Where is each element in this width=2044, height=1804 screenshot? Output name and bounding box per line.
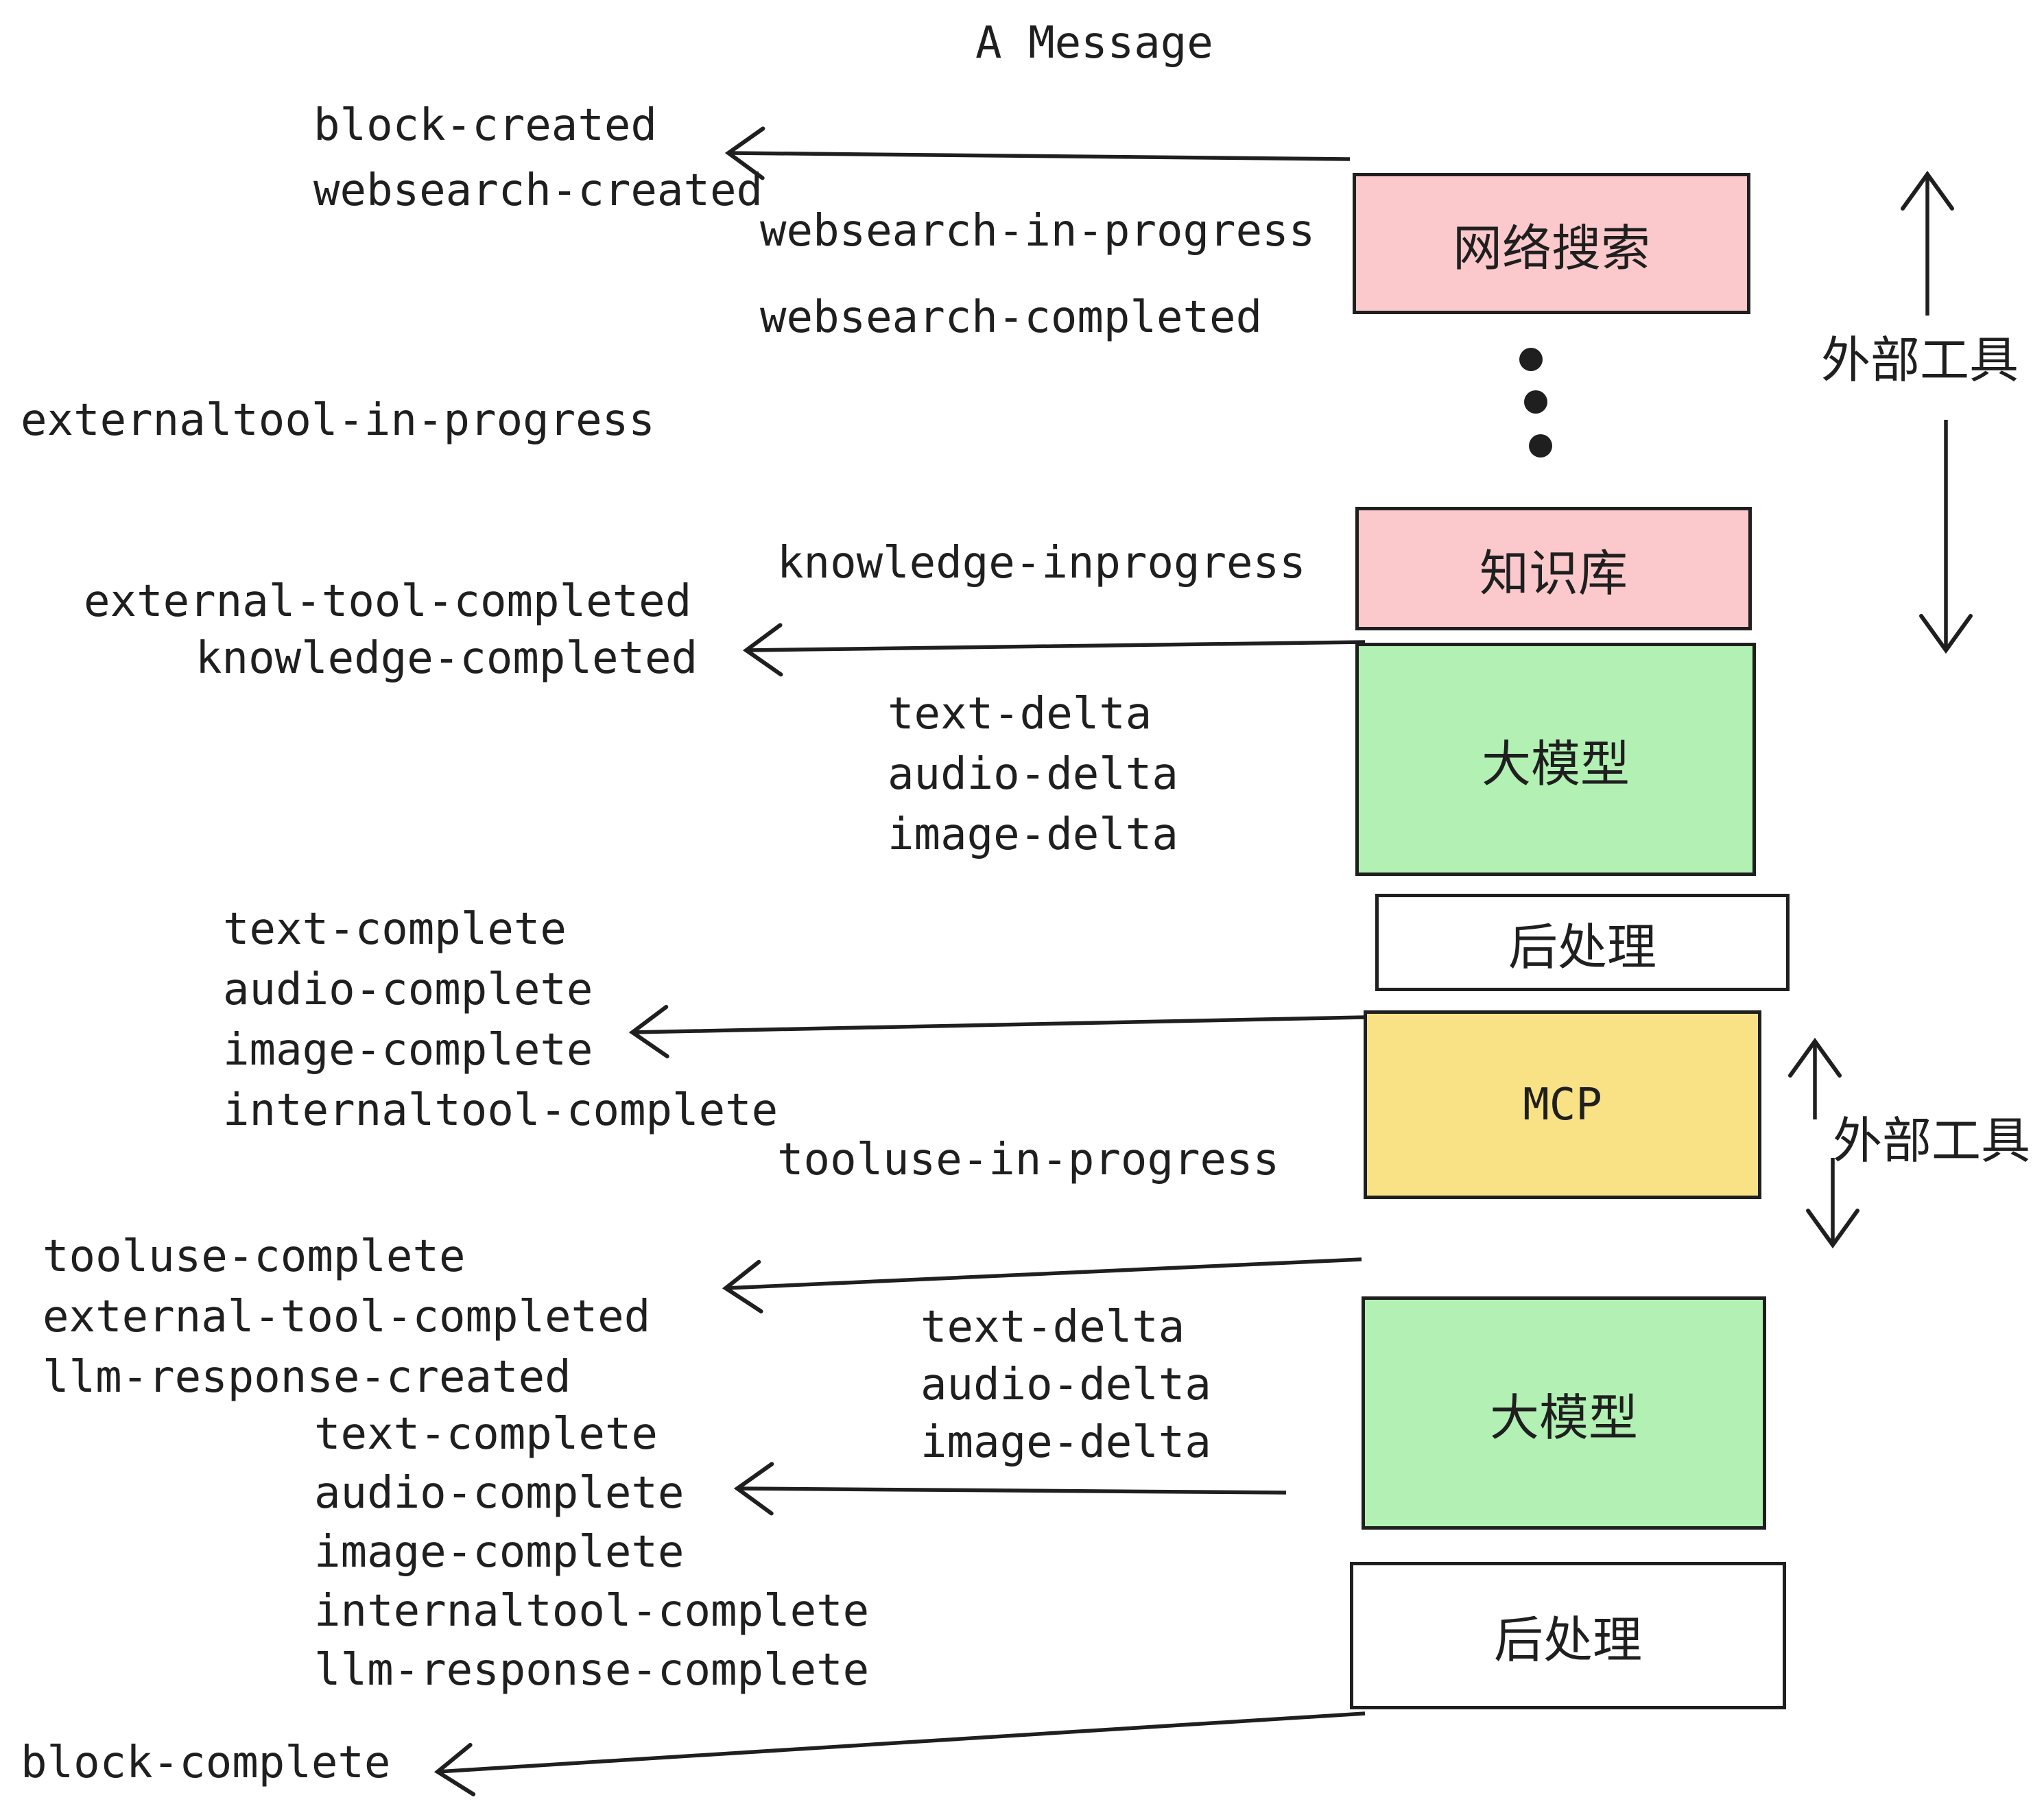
event-text-delta: text-delta (888, 689, 1152, 739)
event-knowledge-completed: knowledge-completed (195, 633, 698, 684)
external-tools-annotation: 外部工具 (1833, 1112, 2031, 1170)
event-text-delta: text-delta (920, 1302, 1185, 1353)
event-image-delta: image-delta (888, 809, 1178, 860)
node-websearch-label: 网络搜索 (1452, 219, 1650, 277)
node-knowledge-base-label: 知识库 (1479, 544, 1628, 602)
diagram-title: A Message (975, 18, 1213, 69)
ellipsis-dot (1519, 348, 1543, 371)
node-llm-2: 大模型 (1362, 1296, 1766, 1530)
event-audio-delta: audio-delta (888, 749, 1178, 800)
event-external-tool-completed: external-tool-completed (84, 576, 692, 627)
arrow-to-block-complete (433, 1711, 1366, 1796)
event-image-delta: image-delta (920, 1417, 1211, 1468)
arrow-to-knowledge-completed (742, 623, 1366, 677)
event-text-complete: text-complete (223, 904, 567, 955)
arrow-to-websearch-created (724, 126, 1351, 180)
event-internaltool-complete: internaltool-complete (223, 1085, 779, 1136)
node-mcp-label: MCP (1523, 1079, 1602, 1130)
event-tooluse-in-progress: tooluse-in-progress (777, 1135, 1280, 1185)
event-text-complete: text-complete (314, 1409, 658, 1460)
event-internaltool-complete: internaltool-complete (314, 1586, 870, 1637)
node-postprocess-2-label: 后处理 (1493, 1611, 1642, 1669)
event-audio-complete: audio-complete (314, 1468, 685, 1519)
event-image-complete: image-complete (314, 1527, 685, 1578)
ellipsis-dots (1519, 348, 1552, 458)
event-websearch-created: websearch-created (313, 165, 763, 216)
node-postprocess-1-label: 后处理 (1508, 918, 1656, 976)
event-block-complete: block-complete (21, 1737, 391, 1788)
node-llm-1: 大模型 (1355, 643, 1756, 876)
event-external-tool-completed: external-tool-completed (43, 1292, 651, 1342)
node-mcp: MCP (1364, 1010, 1761, 1199)
event-websearch-in-progress: websearch-in-progress (760, 206, 1316, 257)
event-block-created: block-created (313, 100, 657, 151)
arrow-to-tooluse-complete (722, 1257, 1362, 1314)
node-postprocess-1: 后处理 (1375, 894, 1790, 991)
event-image-complete: image-complete (223, 1025, 593, 1076)
event-externaltool-in-progress: externaltool-in-progress (21, 395, 655, 446)
external-tools-annotation: 外部工具 (1821, 331, 2019, 389)
event-knowledge-inprogress: knowledge-inprogress (777, 538, 1306, 589)
arrow-to-image-complete (628, 1004, 1366, 1058)
node-knowledge-base: 知识库 (1355, 507, 1752, 630)
ellipsis-dot (1529, 434, 1552, 458)
node-llm-1-label: 大模型 (1481, 735, 1630, 793)
node-postprocess-2: 后处理 (1350, 1562, 1786, 1709)
event-audio-delta: audio-delta (920, 1360, 1211, 1410)
event-tooluse-complete: tooluse-complete (43, 1231, 466, 1282)
event-llm-response-created: llm-response-created (43, 1352, 571, 1403)
node-llm-2-label: 大模型 (1489, 1388, 1638, 1447)
event-audio-complete: audio-complete (223, 964, 593, 1015)
event-llm-response-complete: llm-response-complete (314, 1645, 870, 1696)
node-websearch: 网络搜索 (1353, 173, 1750, 314)
arrow-to-audio-complete (733, 1462, 1287, 1516)
event-websearch-completed: websearch-completed (760, 292, 1263, 343)
ellipsis-dot (1524, 390, 1547, 414)
